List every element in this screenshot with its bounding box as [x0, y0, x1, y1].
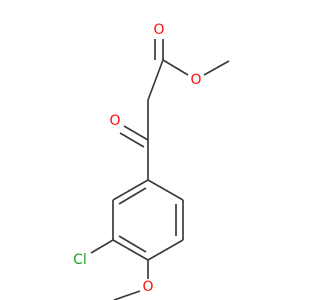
chlorine-label: Cl: [73, 252, 87, 268]
ring-inner-double-c1-c2: [118, 187, 147, 205]
ring-bond-c1-c2: [112, 179, 149, 201]
ring-bond-c3-c4: [112, 239, 149, 261]
ring-inner-double-c3-c4: [118, 235, 147, 253]
methoxy-oxygen-label: O: [142, 279, 153, 295]
molecule-canvas: O O O Cl O: [73, 22, 230, 300]
ketone-oxygen-label: O: [109, 113, 120, 129]
bond-methoxy-oxygen-to-methyl: [113, 290, 141, 300]
bond-ketone-double-b: [119, 132, 145, 148]
ring-bond-c4-c5: [147, 239, 184, 261]
ester-carbonyl-oxygen-label: O: [153, 22, 164, 38]
bond-ester-oxygen-to-carbonyl-carbon: [162, 59, 189, 76]
ester-oxygen-label: O: [190, 72, 201, 88]
bond-methyl-to-ester-oxygen: [203, 60, 230, 76]
ring-bond-c6-c1: [147, 179, 184, 201]
structure-drawing: O O O Cl O: [73, 22, 230, 300]
bond-ketone-double-a: [123, 125, 149, 141]
bond-ester-carbon-to-methylene: [147, 59, 164, 101]
bond-ring-to-chlorine: [90, 239, 114, 254]
